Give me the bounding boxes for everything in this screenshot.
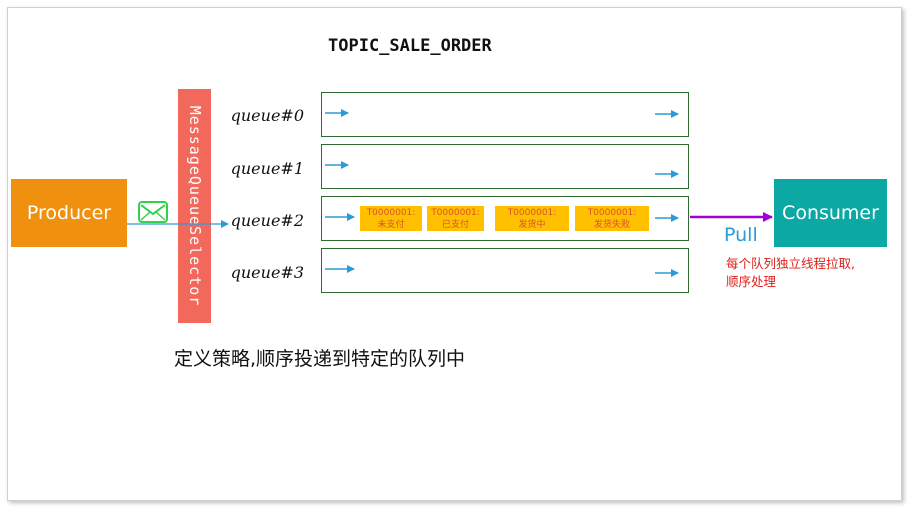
producer-label: Producer [26,202,112,224]
queue-0-arrows [325,109,679,118]
queue-box-0 [321,92,689,137]
message-item: T0000001: 发货失败 [575,206,649,231]
message-item: T0000001: 未支付 [360,206,422,231]
message-status: 已支付 [441,219,469,230]
consumer-box: Consumer [774,179,887,247]
envelope-icon [138,201,168,223]
queue-box-2: T0000001: 未支付 T0000001: 已支付 T0000001: 发货… [321,196,689,241]
message-id: T0000001: [587,207,637,218]
queue-1-arrows [325,161,679,178]
topic-title: TOPIC_SALE_ORDER [328,36,492,56]
message-status: 发货失败 [593,219,630,230]
queue-label-2: queue#2 [230,211,304,230]
queue-box-1 [321,144,689,189]
note-line-1: 每个队列独立线程拉取, [726,256,855,271]
consumer-label: Consumer [782,202,879,224]
queue-label-1: queue#1 [230,159,304,178]
queue-3-arrows [325,265,679,277]
queue-2-arrows [325,213,679,222]
strategy-caption: 定义策略,顺序投递到特定的队列中 [174,348,466,370]
message-status: 发货中 [518,219,546,230]
message-status: 未支付 [377,219,405,230]
message-item: T0000001: 已支付 [427,206,484,231]
message-item: T0000001: 发货中 [495,206,569,231]
message-id: T0000001: [507,207,557,218]
queue-box-3 [321,248,689,293]
consumer-note: 每个队列独立线程拉取, 顺序处理 [726,255,855,291]
message-id: T0000001: [366,207,416,218]
pull-label: Pull [724,224,758,246]
message-id: T0000001: [431,207,480,218]
message-queue-selector: MessageQueueSelector [178,89,211,323]
queue-label-3: queue#3 [230,263,304,282]
producer-box: Producer [11,179,127,247]
queue-label-0: queue#0 [230,106,304,125]
note-line-2: 顺序处理 [726,274,777,289]
